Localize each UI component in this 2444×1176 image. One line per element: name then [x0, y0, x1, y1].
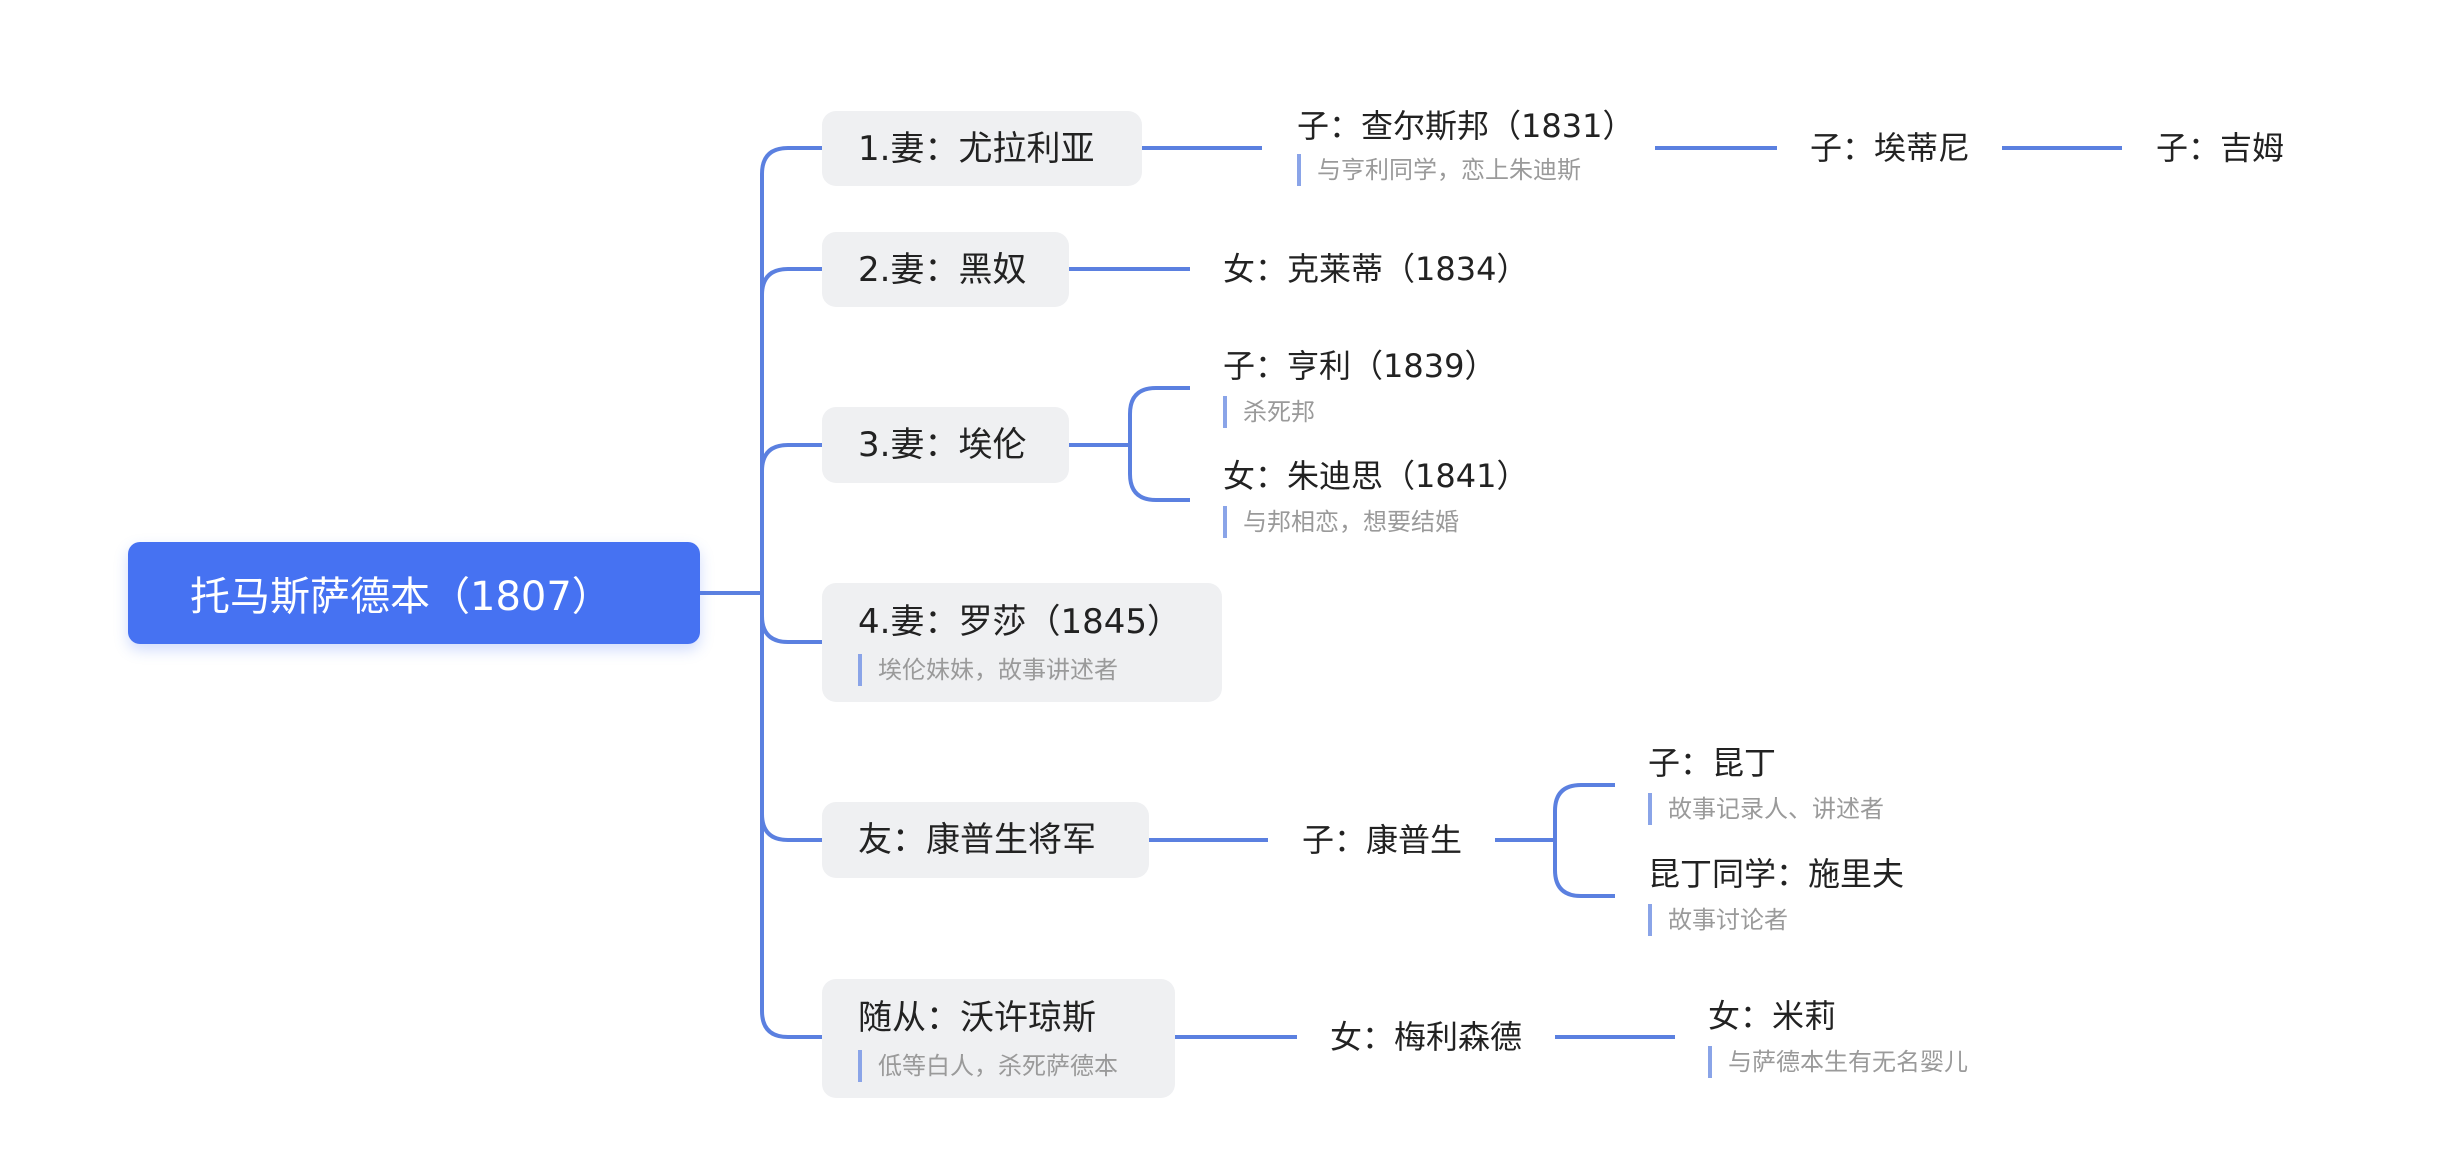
connector-branch-2 [760, 267, 822, 296]
node-label: 女：梅利森德 [1330, 1018, 1523, 1056]
node-label: 子：埃蒂尼 [1810, 129, 1971, 167]
root-label: 托马斯萨德本（1807） [190, 574, 612, 620]
node-note: 与亨利同学，恋上朱迪斯 [1297, 154, 1634, 186]
root-node[interactable]: 托马斯萨德本（1807） [128, 542, 700, 644]
node-label: 女：朱迪思（1841） [1223, 457, 1529, 495]
node-judith[interactable]: 女：朱迪思（1841） 与邦相恋，想要结婚 [1223, 454, 1528, 538]
node-label: 女：米莉 [1708, 997, 1837, 1035]
branch-node-wife-2[interactable]: 2.妻：黑奴 [822, 232, 1069, 307]
node-milly[interactable]: 女：米莉 与萨德本生有无名婴儿 [1708, 994, 1968, 1078]
node-melicent[interactable]: 女：梅利森德 [1330, 1015, 1522, 1059]
branch-node-servant[interactable]: 随从：沃许琼斯 低等白人，杀死萨德本 [822, 979, 1175, 1098]
node-label: 子：亨利（1839） [1223, 347, 1497, 385]
node-label: 4.妻：罗莎（1845） [858, 601, 1181, 642]
node-compson[interactable]: 子：康普生 [1302, 818, 1462, 862]
node-label: 3.妻：埃伦 [858, 425, 1027, 465]
connector-branch-3 [760, 443, 822, 472]
connector-b5-fork [1495, 783, 1615, 898]
connector-b3-fork [1069, 386, 1190, 502]
node-note: 与邦相恋，想要结婚 [1223, 506, 1528, 538]
node-label: 1.妻：尤拉利亚 [858, 128, 1095, 169]
node-label: 昆丁同学：施里夫 [1648, 855, 1905, 893]
node-note: 故事记录人、讲述者 [1648, 793, 1884, 825]
node-note: 埃伦妹妹，故事讲述者 [858, 653, 1186, 686]
node-henry[interactable]: 子：亨利（1839） 杀死邦 [1223, 344, 1496, 428]
connector-branch-1 [760, 146, 822, 1039]
node-label: 2.妻：黑奴 [858, 249, 1027, 290]
node-note: 低等白人，杀死萨德本 [858, 1049, 1139, 1082]
branch-node-friend[interactable]: 友：康普生将军 [822, 802, 1149, 878]
node-label: 女：克莱蒂（1834） [1223, 250, 1529, 288]
connector-branch-4 [760, 615, 822, 644]
branch-node-wife-1[interactable]: 1.妻：尤拉利亚 [822, 111, 1142, 186]
node-note: 与萨德本生有无名婴儿 [1708, 1046, 1968, 1078]
connector-branch-5 [760, 813, 822, 842]
node-note: 杀死邦 [1223, 396, 1496, 428]
node-label: 友：康普生将军 [858, 820, 1096, 860]
node-note: 故事讨论者 [1648, 904, 1904, 936]
node-label: 随从：沃许琼斯 [858, 997, 1096, 1038]
node-label: 子：查尔斯邦（1831） [1297, 107, 1635, 145]
node-label: 子：康普生 [1302, 821, 1463, 859]
node-etienne[interactable]: 子：埃蒂尼 [1810, 126, 1970, 170]
node-shreve[interactable]: 昆丁同学：施里夫 故事讨论者 [1648, 852, 1904, 936]
node-jim[interactable]: 子：吉姆 [2156, 126, 2284, 170]
branch-node-wife-3[interactable]: 3.妻：埃伦 [822, 407, 1069, 483]
node-quentin[interactable]: 子：昆丁 故事记录人、讲述者 [1648, 741, 1884, 825]
node-clytie[interactable]: 女：克莱蒂（1834） [1223, 247, 1528, 291]
node-label: 子：昆丁 [1648, 744, 1777, 782]
node-label: 子：吉姆 [2156, 129, 2285, 167]
node-charles-bon[interactable]: 子：查尔斯邦（1831） 与亨利同学，恋上朱迪斯 [1297, 104, 1634, 186]
branch-node-wife-4[interactable]: 4.妻：罗莎（1845） 埃伦妹妹，故事讲述者 [822, 583, 1222, 702]
